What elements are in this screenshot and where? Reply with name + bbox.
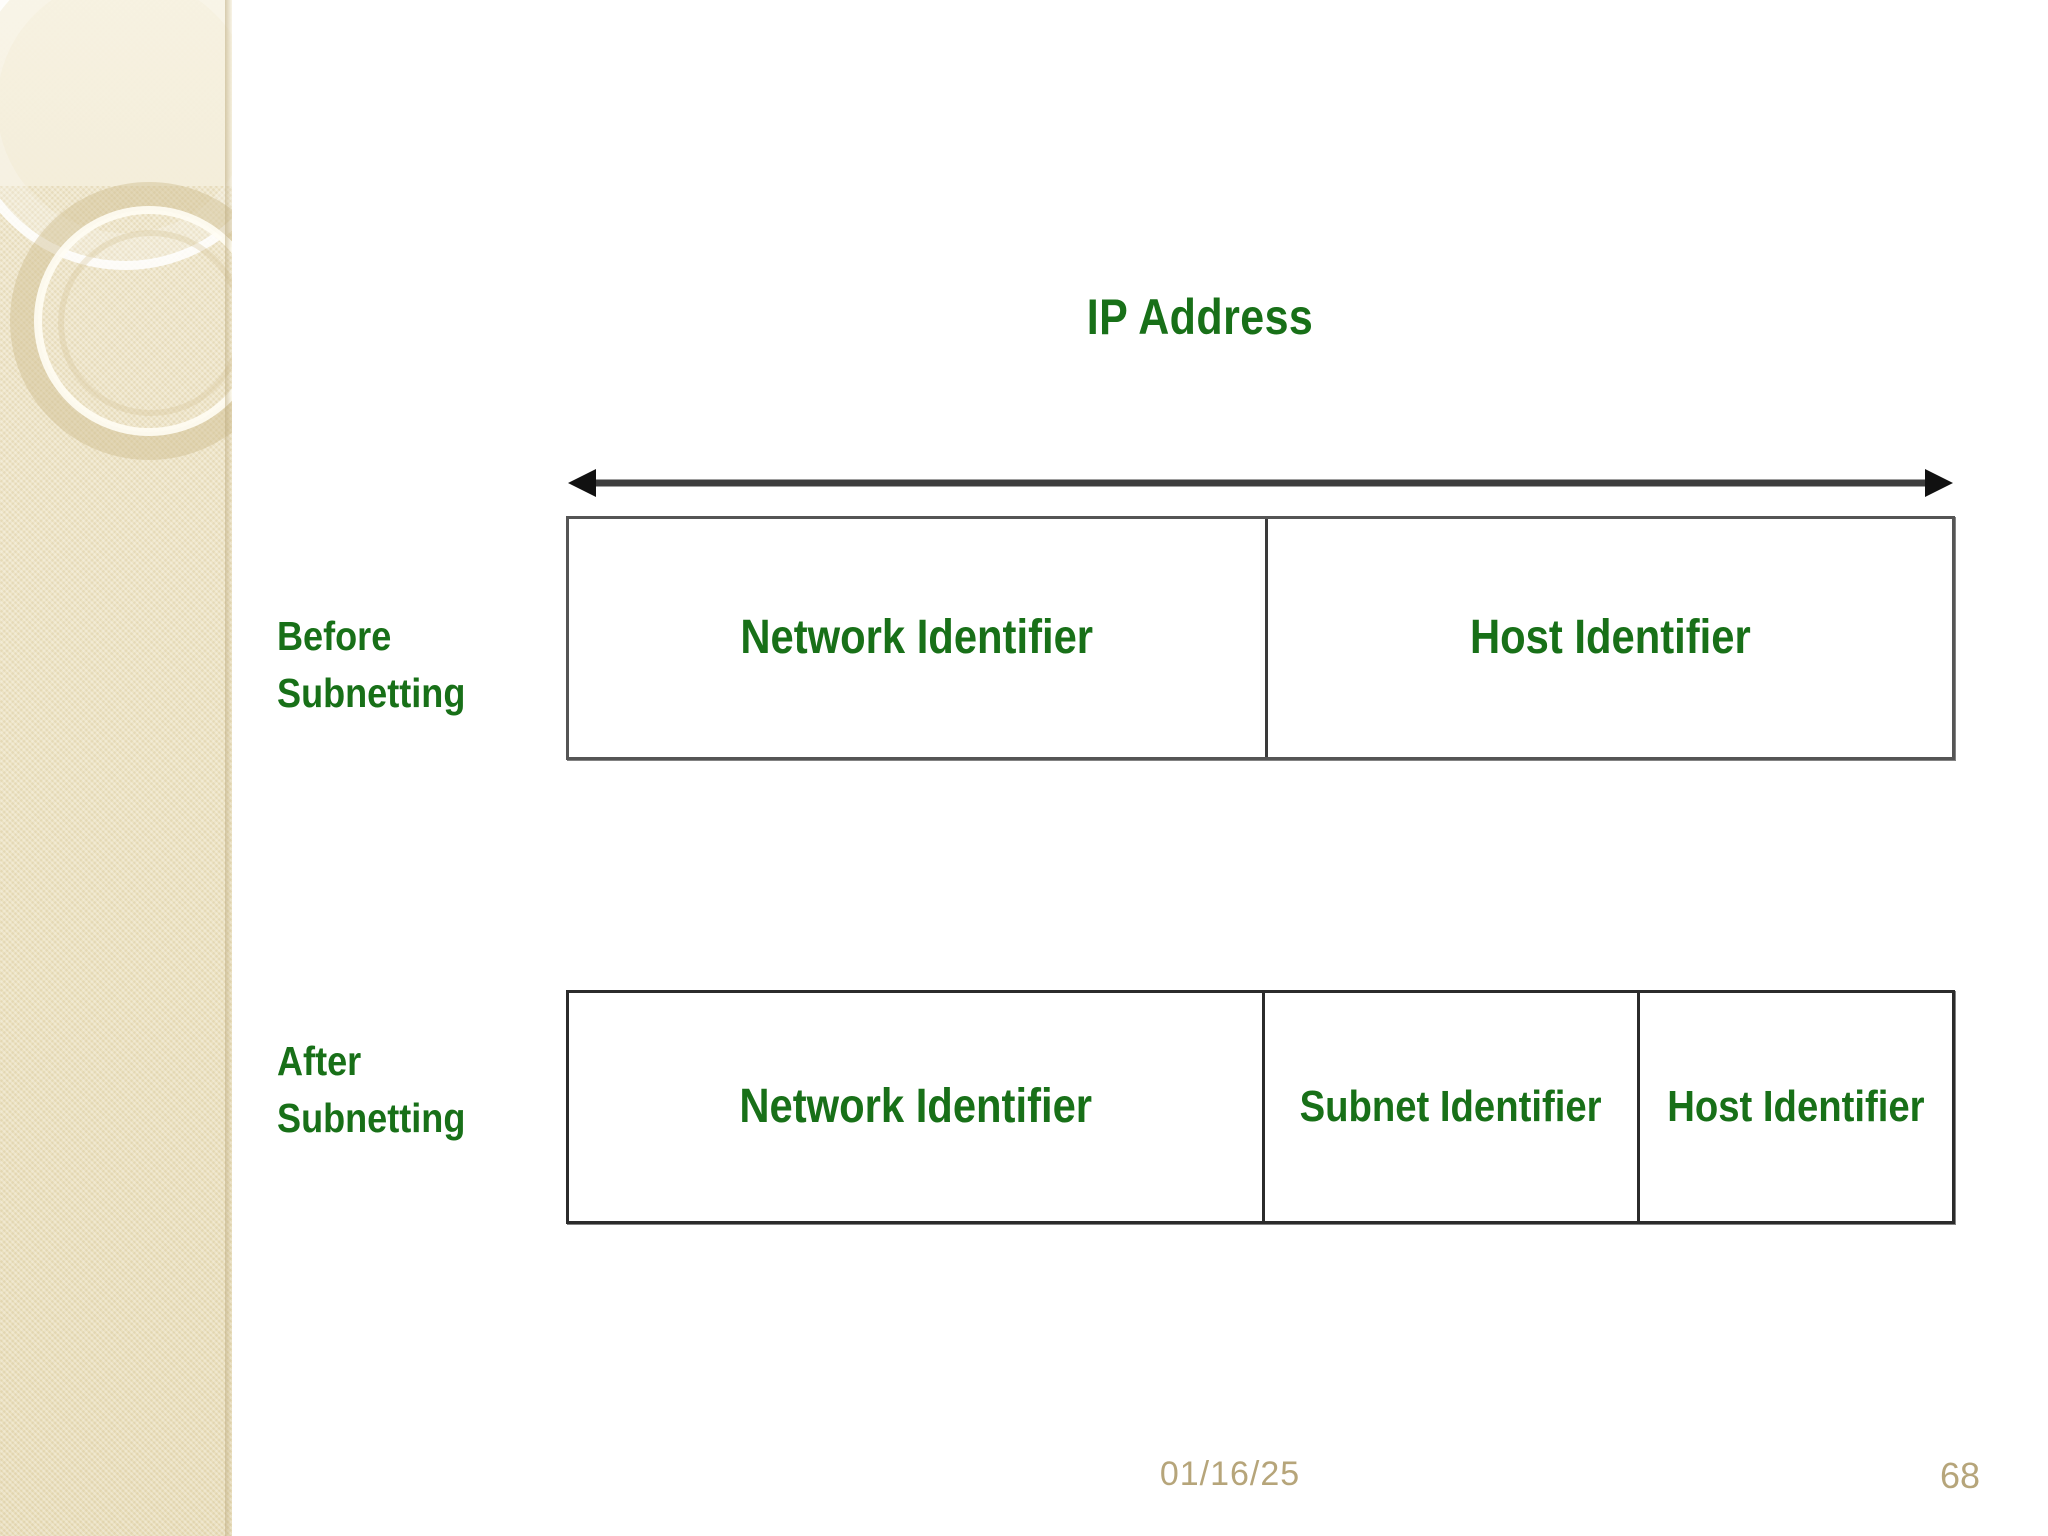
sidebar-ring-inner-icon — [34, 206, 232, 436]
after-cell-subnet-identifier-label: Subnet Identifier — [1300, 1082, 1602, 1131]
sidebar-edge-gradient — [225, 0, 232, 1536]
footer-date: 01/16/25 — [1159, 1455, 1301, 1493]
before-subnetting-box: Network Identifier Host Identifier — [566, 516, 1955, 760]
row-label-before-line2: Subnetting — [277, 669, 466, 716]
after-cell-host-identifier: Host Identifier — [1637, 993, 1952, 1221]
row-label-before-subnetting: Before Subnetting — [277, 608, 465, 721]
row-label-after-line2: Subnetting — [277, 1094, 466, 1141]
before-cell-network-identifier: Network Identifier — [569, 519, 1265, 757]
row-label-after-subnetting: After Subnetting — [277, 1033, 465, 1146]
page-title: IP Address — [1086, 289, 1314, 345]
row-label-before-line1: Before — [277, 613, 392, 659]
footer-page-number: 68 — [1939, 1455, 1981, 1496]
row-label-after-line1: After — [277, 1038, 362, 1084]
before-cell-host-identifier: Host Identifier — [1265, 519, 1952, 757]
after-subnetting-box: Network Identifier Subnet Identifier Hos… — [566, 990, 1955, 1224]
after-cell-subnet-identifier: Subnet Identifier — [1262, 993, 1637, 1221]
after-cell-network-identifier-label: Network Identifier — [739, 1080, 1092, 1133]
sidebar-ring-innermost-icon — [58, 230, 232, 416]
ip-address-span-arrow — [566, 466, 1955, 500]
before-cell-network-identifier-label: Network Identifier — [740, 611, 1094, 664]
decorative-sidebar — [0, 0, 232, 1536]
after-cell-network-identifier: Network Identifier — [569, 993, 1262, 1221]
after-cell-host-identifier-label: Host Identifier — [1667, 1082, 1925, 1131]
before-cell-host-identifier-label: Host Identifier — [1469, 611, 1751, 664]
